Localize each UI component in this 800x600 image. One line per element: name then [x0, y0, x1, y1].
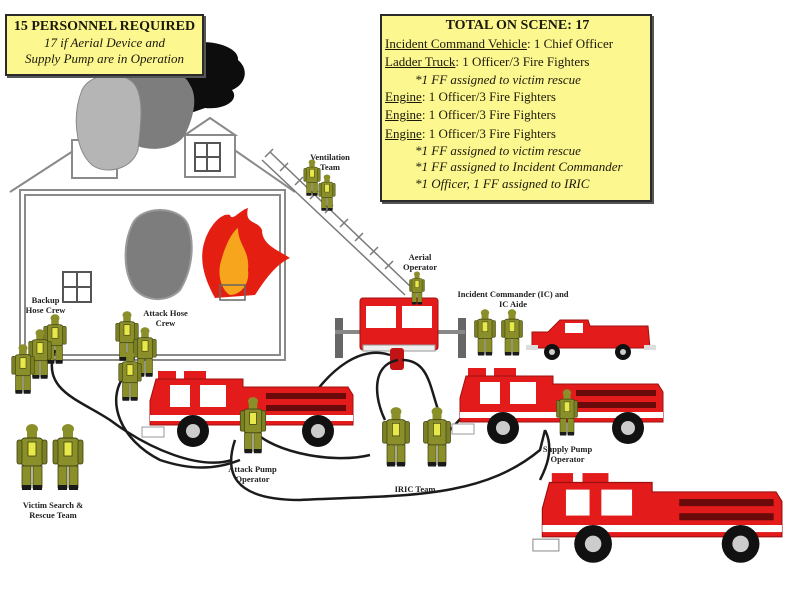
label-line: IC Aide — [498, 299, 528, 309]
total-on-scene-box: TOTAL ON SCENE: 17 Incident Command Vehi… — [380, 14, 652, 202]
label-line: Operator — [403, 262, 437, 272]
unit-staff: : 1 Officer/3 Fire Fighters — [421, 89, 556, 105]
label-line: Operator — [550, 454, 585, 464]
label-line: Rescue Team — [29, 510, 77, 520]
personnel-line-2: Supply Pump are in Operation — [24, 51, 185, 66]
unit-name: Incident Command Vehicle — [385, 36, 528, 52]
label-line: Attack Pump — [228, 464, 277, 474]
label-line: Operator — [235, 474, 270, 484]
label-line: Team — [320, 162, 340, 172]
unit-staff: : 1 Officer/3 Fire Fighters — [421, 107, 556, 123]
label-line: Hose Crew — [25, 305, 66, 315]
total-title: TOTAL ON SCENE: 17 — [445, 18, 590, 33]
label-line: Aerial — [408, 252, 432, 262]
smoke-plume — [75, 41, 245, 300]
engine-note-3: *1 Officer, 1 FF assigned to IRIC — [415, 175, 590, 191]
unit-name: Engine — [385, 107, 422, 123]
label-victim-search-rescue: Victim Search &Rescue Team — [8, 500, 98, 520]
label-line: Backup — [31, 295, 60, 305]
label-line: Supply Pump — [542, 444, 593, 454]
personnel-required-box: 15 PERSONNEL REQUIRED 17 if Aerial Devic… — [5, 14, 204, 76]
engine-note-2: *1 FF assigned to Incident Commander — [415, 159, 623, 175]
incident-command-vehicle — [526, 319, 656, 360]
label-iric-team: IRIC Team — [380, 484, 450, 494]
label-line: Incident Commander (IC) and — [457, 289, 569, 299]
row-engine-3: Engine: 1 Officer/3 Fire Fighters — [385, 125, 650, 143]
label-line: IRIC Team — [394, 484, 436, 494]
personnel-line-1: 17 if Aerial Device and — [43, 35, 166, 50]
row-engine-1: Engine: 1 Officer/3 Fire Fighters — [385, 88, 650, 106]
unit-name: Ladder Truck — [385, 54, 456, 70]
personnel-heading: 15 PERSONNEL REQUIRED — [13, 19, 196, 34]
label-line: Victim Search & — [22, 500, 84, 510]
label-line: Attack Hose — [143, 308, 188, 318]
label-line: Ventilation — [310, 152, 350, 162]
row-engine-2: Engine: 1 Officer/3 Fire Fighters — [385, 106, 650, 124]
ladder-note: *1 FF assigned to victim rescue — [415, 71, 581, 87]
engine-note-1: *1 FF assigned to victim rescue — [415, 142, 581, 158]
ladder-truck-front — [335, 297, 466, 370]
label-line: Crew — [155, 318, 176, 328]
unit-name: Engine — [385, 125, 422, 141]
unit-staff: : 1 Chief Officer — [527, 36, 614, 52]
row-command-vehicle: Incident Command Vehicle: 1 Chief Office… — [385, 35, 650, 53]
flames — [202, 208, 290, 301]
supply-engine — [532, 472, 783, 564]
row-ladder-truck: Ladder Truck: 1 Officer/3 Fire Fighters — [385, 53, 650, 71]
unit-staff: : 1 Officer/3 Fire Fighters — [455, 54, 590, 70]
unit-staff: : 1 Officer/3 Fire Fighters — [421, 125, 556, 141]
unit-name: Engine — [385, 89, 422, 105]
